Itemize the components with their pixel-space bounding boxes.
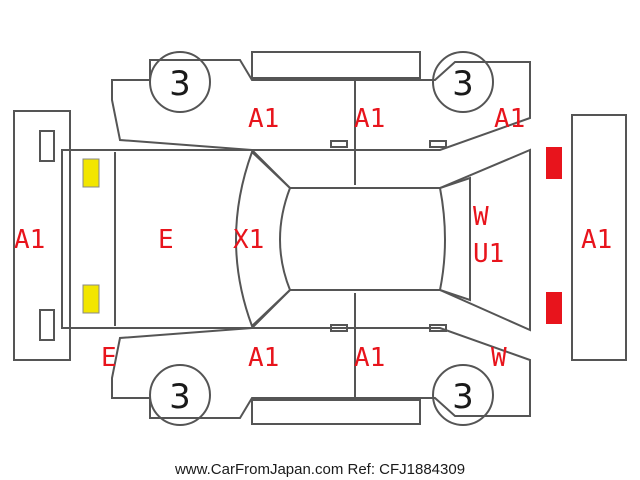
rear-lamp-top [546, 147, 562, 179]
top-door-handle-2 [429, 140, 447, 148]
code-rear-quarter-bottom: W [491, 343, 507, 373]
front-bumper-notch-bottom [39, 309, 55, 341]
code-windshield-center: X1 [233, 225, 264, 255]
front-lamp-bottom [82, 284, 100, 314]
bottom-side-outline [111, 327, 531, 419]
front-bumper-outline [13, 110, 71, 361]
code-rear-glass-top: W [473, 202, 489, 232]
top-door-handle-1 [330, 140, 348, 148]
bottom-door-handle-1 [330, 324, 348, 332]
wheel-number-front-top: 3 [169, 64, 191, 104]
footer-reference: www.CarFromJapan.com Ref: CFJ1884309 [174, 461, 465, 478]
wheel-rear-top [432, 51, 494, 113]
rear-bumper-outline [571, 114, 627, 361]
top-roof-rail [251, 51, 421, 79]
code-left-rear-door-bottom: A1 [354, 343, 385, 373]
rear-lamp-bottom [546, 292, 562, 324]
bottom-roof-rail [251, 399, 421, 425]
body-outline [61, 148, 531, 332]
front-bumper-notch-top [39, 130, 55, 162]
wheel-number-rear-bottom: 3 [452, 377, 474, 417]
code-front-left-lower: E [101, 343, 117, 373]
code-left-rear-door-top: A1 [354, 104, 385, 134]
code-rear-bumper: A1 [581, 225, 612, 255]
wheel-front-bottom [149, 364, 211, 426]
code-rear-glass-bottom: U1 [473, 239, 504, 269]
top-side-outline [111, 59, 531, 151]
windshield-outline [235, 150, 292, 328]
code-left-front-door-bottom: A1 [248, 343, 279, 373]
code-left-rear-quarter-top: A1 [494, 104, 525, 134]
wheel-number-front-bottom: 3 [169, 377, 191, 417]
bottom-door-handle-2 [429, 324, 447, 332]
code-front-bumper: A1 [14, 225, 45, 255]
code-front-left-area: E [158, 225, 174, 255]
code-left-front-door-top: A1 [248, 104, 279, 134]
wheel-rear-bottom [432, 364, 494, 426]
wheel-front-top [149, 51, 211, 113]
front-lamp-top [82, 158, 100, 188]
wheel-number-rear-top: 3 [452, 64, 474, 104]
rear-glass-outline [438, 176, 471, 302]
